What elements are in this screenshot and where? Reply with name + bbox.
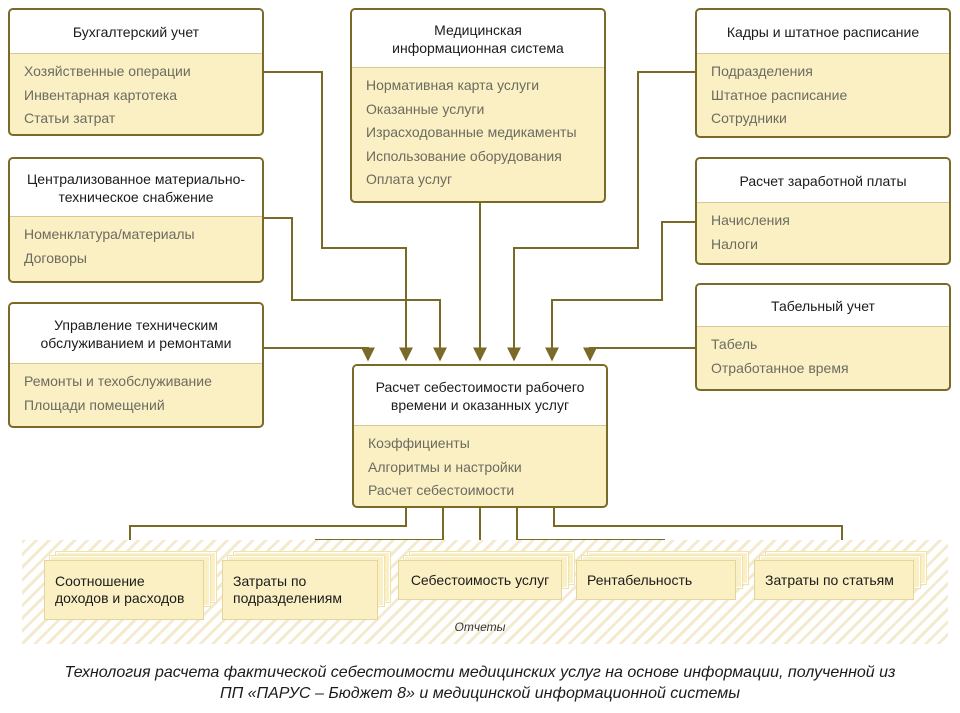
accounting-title: Бухгалтерский учет xyxy=(10,10,262,54)
core-box: Расчет себестоимости рабочего времени и … xyxy=(352,364,608,508)
supply-item: Номенклатура/материалы xyxy=(24,226,195,242)
mis-item: Оплата услуг xyxy=(366,171,453,187)
staff-box: Кадры и штатное расписание Подразделения… xyxy=(695,8,951,138)
supply-item: Договоры xyxy=(24,249,87,266)
arrow-accounting xyxy=(264,71,413,362)
supply-title: Централизованное материально- техническо… xyxy=(10,159,262,217)
report-card: Затраты по подразделениям xyxy=(222,560,378,620)
mis-item: Оказанные услуги xyxy=(366,100,485,117)
report-card: Себестоимость услуг xyxy=(398,560,562,600)
supply-box: Централизованное материально- техническо… xyxy=(8,157,264,283)
timesheet-item: Табель xyxy=(711,336,758,352)
payroll-item: Начисления xyxy=(711,212,790,228)
accounting-item: Статьи затрат xyxy=(24,110,116,126)
core-item: Расчет себестоимости xyxy=(368,482,515,498)
staff-title: Кадры и штатное расписание xyxy=(697,10,949,54)
staff-item: Сотрудники xyxy=(711,110,787,126)
reports-label: Отчеты xyxy=(454,620,506,634)
arrow-maintenance xyxy=(264,347,375,362)
maintenance-box: Управление техническим обслуживанием и р… xyxy=(8,302,264,428)
maintenance-title: Управление техническим обслуживанием и р… xyxy=(10,304,262,364)
maintenance-item: Площади помещений xyxy=(24,396,165,413)
core-item: Коэффициенты xyxy=(368,435,470,451)
core-title: Расчет себестоимости рабочего времени и … xyxy=(354,366,606,426)
core-item: Алгоритмы и настройки xyxy=(368,458,522,475)
accounting-box: Бухгалтерский учет Хозяйственные операци… xyxy=(8,8,264,136)
payroll-item: Налоги xyxy=(711,235,758,252)
arrow-timesheet xyxy=(583,347,695,362)
timesheet-item: Отработанное время xyxy=(711,359,849,376)
payroll-box: Расчет заработной платы Начисления Налог… xyxy=(695,157,951,265)
arrow-staff xyxy=(507,71,695,362)
arrow-payroll xyxy=(545,221,695,362)
maintenance-item: Ремонты и техобслуживание xyxy=(24,373,212,389)
mis-item: Израсходованные медикаменты xyxy=(366,124,577,140)
timesheet-title: Табельный учет xyxy=(697,285,949,327)
arrow-supply xyxy=(264,217,447,362)
mis-title: Медицинская информационная система xyxy=(352,10,604,68)
staff-item: Подразделения xyxy=(711,63,813,79)
report-card: Затраты по статьям xyxy=(754,560,914,600)
report-card: Соотношение доходов и расходов xyxy=(44,560,204,620)
figure-caption: Технология расчета фактической себестоим… xyxy=(64,664,896,702)
timesheet-box: Табельный учет Табель Отработанное время xyxy=(695,283,951,391)
accounting-item: Хозяйственные операции xyxy=(24,63,191,79)
accounting-item: Инвентарная картотека xyxy=(24,86,178,103)
report-card: Рентабельность xyxy=(576,560,736,600)
mis-item: Использование оборудования xyxy=(366,147,562,164)
staff-item: Штатное расписание xyxy=(711,86,848,103)
mis-item: Нормативная карта услуги xyxy=(366,77,540,93)
payroll-title: Расчет заработной платы xyxy=(697,159,949,203)
mis-box: Медицинская информационная система Норма… xyxy=(350,8,606,203)
